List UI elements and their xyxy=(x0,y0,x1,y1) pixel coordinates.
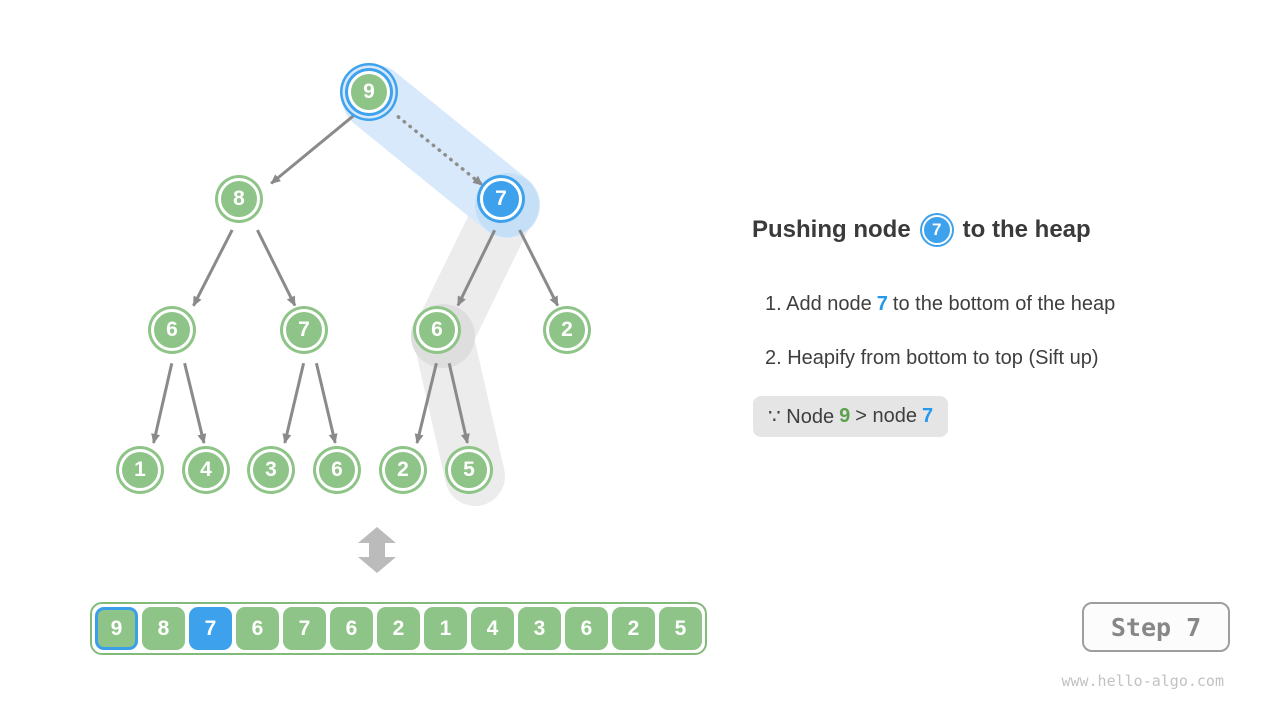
array-cell: 6 xyxy=(565,607,608,650)
note-left-value: 9 xyxy=(839,405,851,427)
tree-edge xyxy=(456,229,497,307)
tree-edge xyxy=(414,362,438,444)
tree-node: 4 xyxy=(185,449,227,491)
tree-node: 5 xyxy=(448,449,490,491)
compare-arrow xyxy=(396,115,484,187)
array-cell: 2 xyxy=(377,607,420,650)
title-prefix: Pushing node xyxy=(752,216,911,243)
swap-arrow-icon xyxy=(358,527,396,573)
tree-node: 2 xyxy=(382,449,424,491)
array-cell: 3 xyxy=(518,607,561,650)
comparison-note: ∵ Node 9 > node 7 xyxy=(753,396,949,437)
tree-edge xyxy=(256,229,297,307)
array-cell: 4 xyxy=(471,607,514,650)
array-cell: 8 xyxy=(142,607,185,650)
array-cell: 2 xyxy=(612,607,655,650)
tree-edge xyxy=(192,229,234,307)
tree-edge xyxy=(314,362,338,444)
note-middle: > node xyxy=(855,405,917,427)
title-suffix: to the heap xyxy=(962,216,1091,243)
step-2-text: 2. Heapify from bottom to top (Sift up) xyxy=(765,347,1099,369)
note-prefix: ∵ Node xyxy=(768,406,835,428)
tree-edge xyxy=(270,114,355,185)
tree-node: 8 xyxy=(218,178,260,220)
tree-node: 7 xyxy=(283,309,325,351)
tree-node: 1 xyxy=(119,449,161,491)
step-badge: Step 7 xyxy=(1082,602,1230,652)
tree-edge xyxy=(282,362,306,444)
tree-node: 6 xyxy=(316,449,358,491)
step-1-node-value: 7 xyxy=(876,293,888,315)
array-cell: 7 xyxy=(189,607,232,650)
title-node-badge: 7 xyxy=(921,215,952,245)
step-1-text-suffix: to the bottom of the heap xyxy=(892,293,1116,315)
tree-node: 2 xyxy=(546,309,588,351)
note-right-value: 7 xyxy=(921,405,934,427)
tree-edges xyxy=(151,114,560,444)
tree-node: 3 xyxy=(250,449,292,491)
tree-edge xyxy=(518,229,560,307)
tree-node: 6 xyxy=(151,309,193,351)
tree-edge xyxy=(183,362,207,444)
tree-node: 6 xyxy=(416,309,458,351)
tree-node: 7 xyxy=(480,178,522,220)
tree-edge xyxy=(447,362,470,444)
tree-node: 9 xyxy=(348,71,390,113)
page-title: Pushing node 7 to the heap xyxy=(752,215,1091,245)
heap-array: 9 8 7 6 7 6 2 1 4 3 6 2 5 xyxy=(90,602,707,655)
array-cell: 9 xyxy=(95,607,138,650)
step-1-text: 1. Add node xyxy=(765,293,872,315)
watermark: www.hello-algo.com xyxy=(1061,672,1224,690)
array-cell: 6 xyxy=(236,607,279,650)
array-cell: 7 xyxy=(283,607,326,650)
step-item-2: 2. Heapify from bottom to top (Sift up) xyxy=(765,347,1115,370)
array-cell: 1 xyxy=(424,607,467,650)
array-cell: 6 xyxy=(330,607,373,650)
tree-edge xyxy=(151,362,174,444)
array-cell: 5 xyxy=(659,607,702,650)
